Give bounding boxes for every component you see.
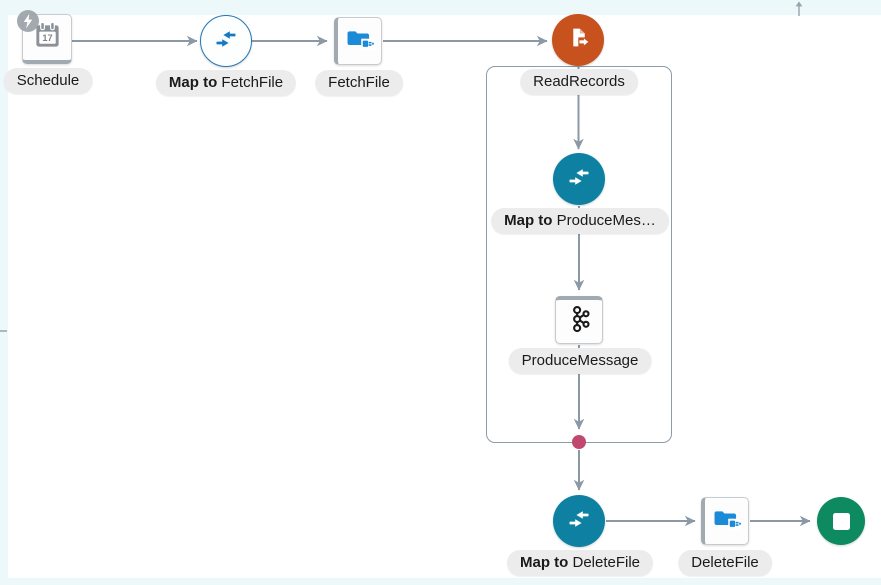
label-schedule: Schedule	[3, 68, 93, 94]
stop-square-icon	[832, 512, 850, 530]
canvas-gutter-bottom	[0, 578, 881, 585]
folder-plug-icon	[712, 507, 741, 535]
node-map-deletefile[interactable]	[553, 495, 605, 547]
label-map-fetchfile: Map to FetchFile	[155, 70, 297, 96]
folder-plug-icon	[345, 27, 374, 55]
merge-arrows-icon	[214, 27, 238, 56]
label-readrecords: ReadRecords	[520, 69, 638, 95]
node-fetchfile[interactable]	[334, 17, 382, 65]
scroll-up-arrow-icon[interactable]	[793, 1, 805, 22]
node-producemessage[interactable]	[555, 296, 603, 344]
junction-dot[interactable]	[572, 435, 586, 449]
label-producemessage: ProduceMessage	[508, 348, 652, 374]
canvas-gutter-left	[0, 0, 8, 585]
node-readrecords[interactable]	[552, 14, 604, 66]
merge-arrows-icon	[567, 165, 591, 194]
kafka-topology-icon	[564, 304, 594, 339]
label-map-deletefile: Map to DeleteFile	[506, 550, 654, 576]
merge-arrows-icon	[567, 507, 591, 536]
lightning-bolt-icon	[17, 10, 39, 37]
canvas-edge-marker	[0, 330, 7, 332]
label-deletefile: DeleteFile	[678, 550, 772, 576]
node-map-producemessage[interactable]	[553, 153, 605, 205]
file-export-icon	[566, 25, 591, 55]
node-end[interactable]	[817, 497, 865, 545]
calendar-icon: 17	[32, 21, 63, 55]
node-map-fetchfile[interactable]	[200, 15, 252, 67]
node-deletefile[interactable]	[701, 497, 749, 545]
calendar-day: 17	[42, 33, 52, 43]
canvas-gutter-top	[0, 0, 881, 15]
label-fetchfile: FetchFile	[315, 70, 403, 96]
node-schedule[interactable]: 17	[22, 14, 72, 64]
label-map-producemessage: Map to ProduceMes…	[491, 208, 669, 234]
